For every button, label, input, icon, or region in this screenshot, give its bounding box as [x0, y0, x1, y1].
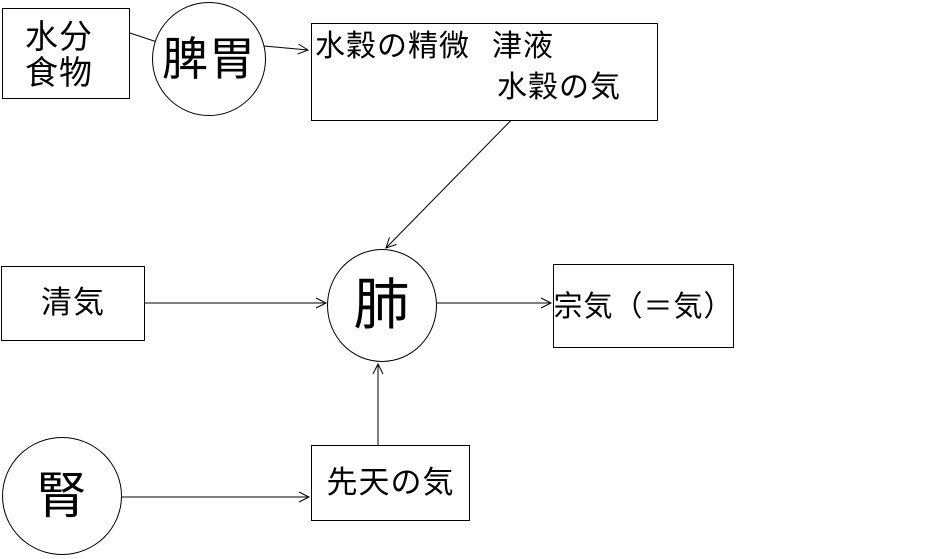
node-lung: 肺 — [327, 249, 437, 362]
water-food-label-line1: 水分 — [25, 17, 93, 56]
node-kidney: 腎 — [2, 437, 122, 555]
node-innate-qi: 先天の気 — [311, 445, 470, 521]
ancestral-qi-label: 宗気（＝気） — [553, 288, 734, 323]
node-spleen-stomach: 脾胃 — [152, 2, 266, 116]
line-waterfood-to-spleen — [129, 32, 158, 43]
grain-essence-label: 水穀の精微 — [315, 29, 470, 64]
kidney-label: 腎 — [36, 467, 88, 525]
node-ancestral-qi: 宗気（＝気） — [553, 264, 734, 348]
arrow-grainqi-to-lung — [385, 102, 529, 249]
grain-qi-label: 水穀の気 — [497, 70, 621, 105]
body-fluid-label: 津液 — [492, 29, 554, 64]
water-food-label-line2: 食物 — [25, 53, 93, 92]
clear-qi-label: 清気 — [41, 285, 105, 321]
lung-label: 肺 — [353, 272, 411, 338]
node-water-food: 水分 食物 — [2, 8, 130, 99]
node-grain-essence-box: 水穀の精微 津液 水穀の気 — [311, 23, 658, 121]
arrow-spleen-to-essence — [263, 43, 310, 55]
spleen-stomach-label: 脾胃 — [162, 32, 256, 86]
node-clear-qi: 清気 — [1, 266, 145, 341]
innate-qi-label: 先天の気 — [326, 464, 455, 501]
